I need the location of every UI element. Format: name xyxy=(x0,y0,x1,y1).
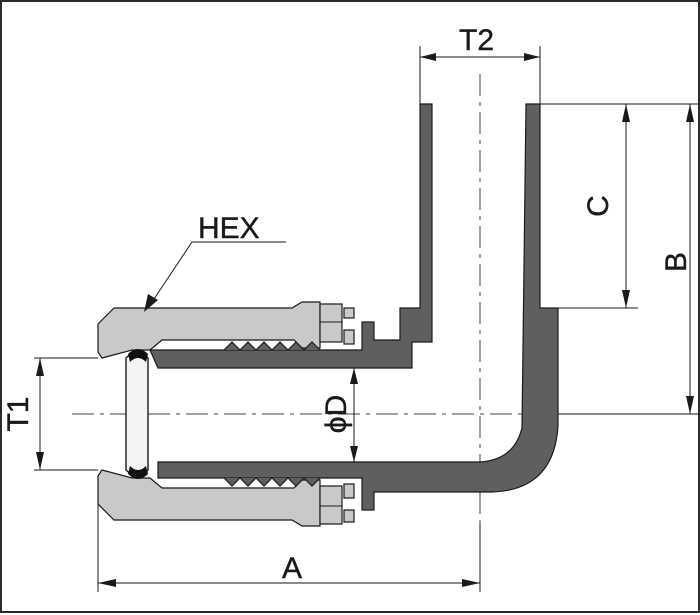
dimension-c: C xyxy=(540,103,638,309)
o-ring xyxy=(125,349,149,479)
t1-label: T1 xyxy=(2,396,35,431)
dimension-t1: T1 xyxy=(2,357,98,471)
upper-nut xyxy=(97,301,355,359)
phi-d-label: ϕD xyxy=(320,395,353,433)
b-label: B xyxy=(660,252,693,272)
elbow-body xyxy=(149,103,559,511)
hex-label: HEX xyxy=(198,212,260,245)
t2-label: T2 xyxy=(459,24,494,57)
a-label: A xyxy=(282,552,302,585)
dimension-phi-d: ϕD xyxy=(320,368,358,462)
dimension-t2: T2 xyxy=(419,24,541,104)
dimension-a: A xyxy=(97,476,481,592)
lower-nut xyxy=(97,469,355,527)
dimension-b: B xyxy=(558,103,700,415)
c-label: C xyxy=(582,195,615,217)
hex-callout: HEX xyxy=(144,212,286,312)
